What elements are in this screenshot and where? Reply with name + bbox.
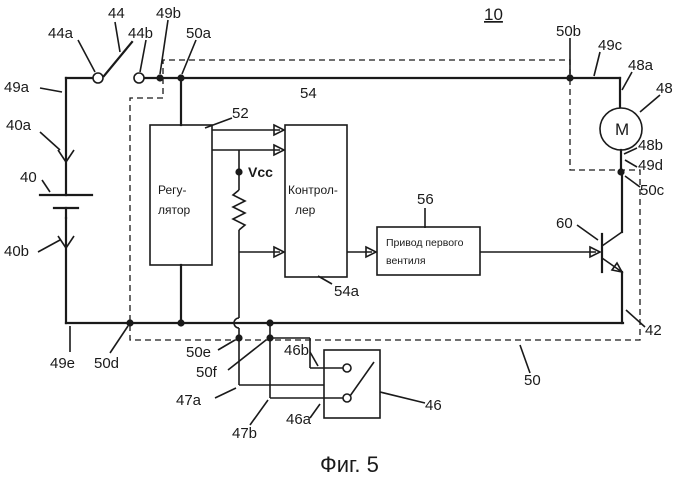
label-47b: 47b <box>232 425 257 442</box>
leader-50a <box>182 40 196 74</box>
label-49d: 49d <box>638 157 663 174</box>
leader-49d <box>625 160 637 167</box>
junction-vcc <box>235 168 242 175</box>
label-48a: 48a <box>628 57 654 74</box>
label-48b: 48b <box>638 137 663 154</box>
switch46-box <box>324 350 380 418</box>
leader-50 <box>520 345 530 373</box>
label-50a: 50a <box>186 25 212 42</box>
switch46-contact-b <box>343 364 351 372</box>
leader-42 <box>626 310 645 327</box>
label-50f: 50f <box>196 364 218 381</box>
transistor-emitter-arrow <box>612 263 622 272</box>
switch44-lever <box>104 42 132 76</box>
label-54a: 54a <box>334 283 360 300</box>
leader-44b <box>140 40 146 72</box>
junction-50a <box>177 74 184 81</box>
leader-48a <box>622 72 632 90</box>
leader-52 <box>205 118 232 128</box>
switch44-terminal-a <box>93 73 103 83</box>
label-46b: 46b <box>284 342 309 359</box>
label-44b: 44b <box>128 25 153 42</box>
controller-block <box>285 125 347 277</box>
junction-reg-ground <box>177 319 184 326</box>
junction-50f <box>266 334 273 341</box>
leader-47a <box>215 388 236 398</box>
label-44a: 44a <box>48 25 74 42</box>
label-50: 50 <box>524 372 541 389</box>
leader-50d <box>110 326 128 353</box>
label-40a: 40a <box>6 117 32 134</box>
motor-label: M <box>615 120 629 139</box>
switch44-terminal-b <box>134 73 144 83</box>
label-40b: 40b <box>4 243 29 260</box>
leader-49a <box>40 88 62 92</box>
label-60: 60 <box>556 215 573 232</box>
label-56: 56 <box>417 191 434 208</box>
leader-44a <box>78 40 95 72</box>
driver-label-line1: Привод первого <box>386 237 464 249</box>
driver-label-line2: вентиля <box>386 255 426 267</box>
label-44: 44 <box>108 5 125 22</box>
leader-50e <box>218 340 235 350</box>
label-46a: 46a <box>286 411 312 428</box>
label-47a: 47a <box>176 392 202 409</box>
regulator-label-line2: лятор <box>158 203 191 217</box>
regulator-label-line1: Регу- <box>158 183 187 197</box>
leader-46 <box>380 392 425 403</box>
label-49b: 49b <box>156 5 181 22</box>
leader-46b <box>310 352 318 366</box>
leader-49b <box>160 20 168 74</box>
label-49c: 49c <box>598 37 623 54</box>
vcc-label: Vcc <box>248 164 273 180</box>
junction-50c <box>617 168 624 175</box>
figure-caption: Фиг. 5 <box>320 452 379 477</box>
label-50b: 50b <box>556 23 581 40</box>
label-50e: 50e <box>186 344 211 361</box>
leader-47b <box>250 400 268 425</box>
controller-label-line2: лер <box>295 203 316 217</box>
switch46-contact-a <box>343 394 351 402</box>
label-50d: 50d <box>94 355 119 372</box>
label-52: 52 <box>232 105 249 122</box>
leader-40 <box>42 180 50 192</box>
label-46: 46 <box>425 397 442 414</box>
label-42: 42 <box>645 322 662 339</box>
label-40: 40 <box>20 169 37 186</box>
leader-40b <box>38 240 60 252</box>
leader-46a <box>310 404 320 418</box>
label-49e: 49e <box>50 355 75 372</box>
label-50c: 50c <box>640 182 665 199</box>
junction-ground-270 <box>266 319 273 326</box>
junction-50b <box>566 74 573 81</box>
junction-50d <box>126 319 133 326</box>
leader-50c <box>625 176 640 187</box>
label-49a: 49a <box>4 79 30 96</box>
junction-50e <box>235 334 242 341</box>
figure-number: 10 <box>484 5 503 24</box>
resistor-zigzag <box>233 190 245 230</box>
junction-49b <box>156 74 163 81</box>
controller-label-line1: Контрол- <box>288 183 338 197</box>
leader-40a <box>40 132 60 150</box>
transistor-collector <box>602 232 622 246</box>
leader-49c <box>594 52 600 76</box>
leader-44 <box>115 22 120 52</box>
valve-driver-block <box>377 227 480 275</box>
leader-60 <box>577 225 598 240</box>
leader-50f <box>228 340 266 370</box>
label-54: 54 <box>300 85 317 102</box>
leader-48 <box>640 95 660 112</box>
label-48: 48 <box>656 80 673 97</box>
